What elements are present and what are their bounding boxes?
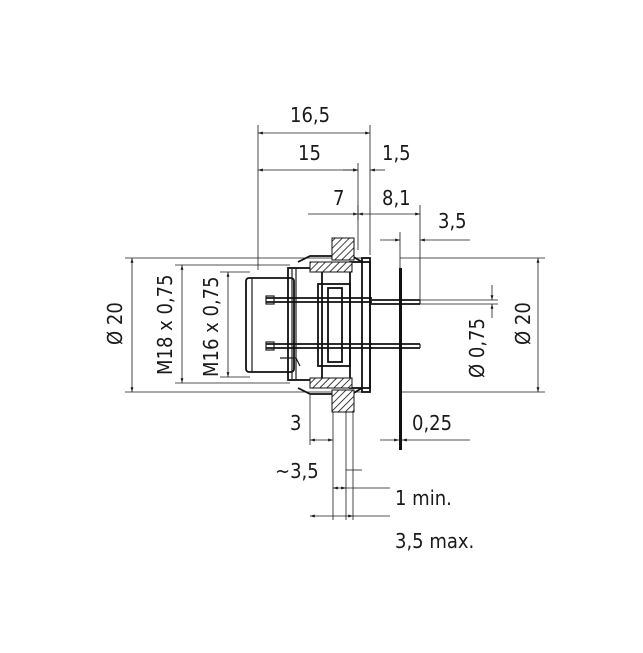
dim-front-to-panel: 7	[333, 186, 344, 210]
bottom-dimensions	[309, 395, 470, 520]
dim-thread-m18: M18 x 0,75	[153, 274, 177, 375]
dim-nut-width: 3	[290, 411, 301, 435]
connector-body	[245, 237, 421, 450]
dim-diameter-left: Ø 20	[103, 302, 127, 345]
dim-diameter-right: Ø 20	[511, 302, 535, 345]
dim-thread-m16: M16 x 0,75	[199, 276, 223, 377]
dim-approx-depth: ~3,5	[275, 459, 319, 483]
top-dimensions	[257, 125, 470, 300]
dim-body-length: 15	[298, 141, 321, 165]
dim-panel-max: 3,5 max.	[395, 529, 474, 553]
dim-overall-length: 16,5	[290, 103, 330, 127]
dim-gasket-thickness: 0,25	[412, 411, 452, 435]
dim-pin-diameter: Ø 0,75	[465, 318, 489, 378]
dim-pin-extension: 3,5	[438, 209, 467, 233]
dim-flange-thickness: 1,5	[382, 141, 411, 165]
dim-panel-min: 1 min.	[395, 486, 452, 510]
dim-pin-length: 8,1	[382, 186, 411, 210]
side-dimensions	[125, 257, 545, 393]
